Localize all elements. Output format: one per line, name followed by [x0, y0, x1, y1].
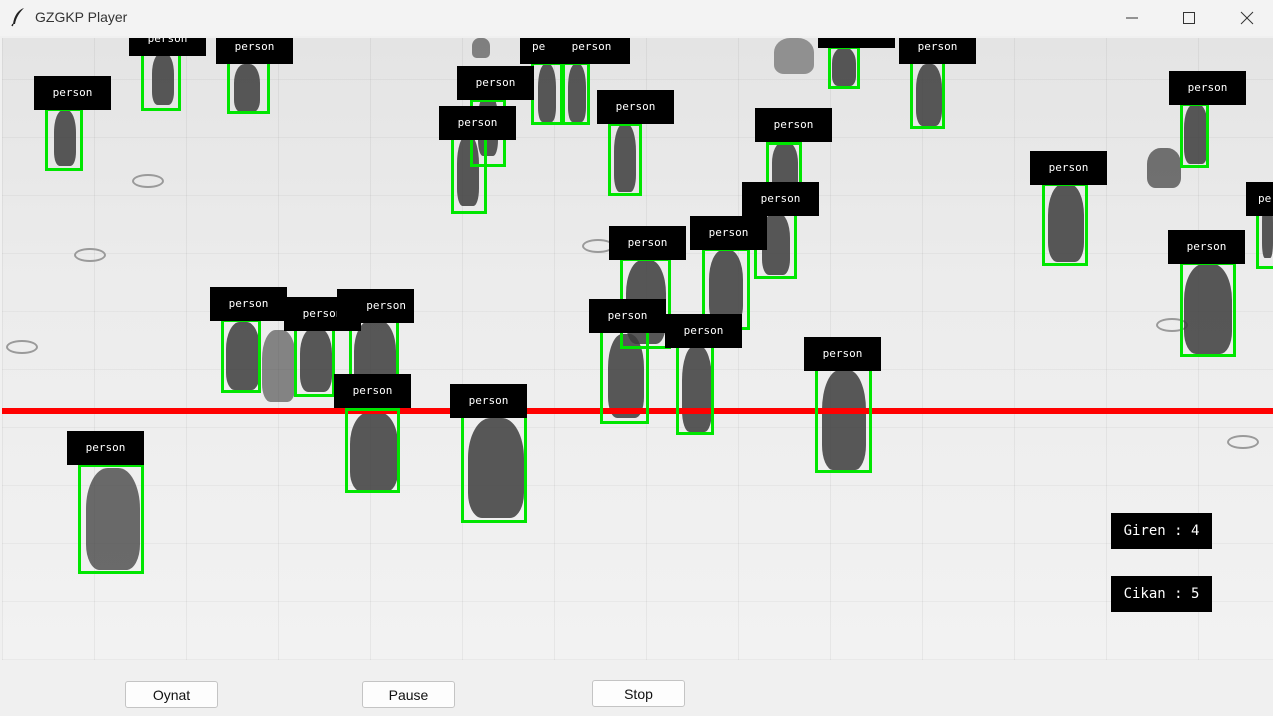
detection-label: person [755, 108, 832, 142]
detection-label: person [609, 226, 686, 260]
detection-label: pe [1246, 182, 1273, 216]
minimize-icon [1126, 17, 1138, 19]
person-bounding-box [608, 123, 642, 196]
person-bounding-box [78, 464, 144, 574]
detection-label: person [67, 431, 144, 465]
detection-label: person [450, 384, 527, 418]
person-silhouette [538, 64, 556, 122]
title-bar: GZGKP Player [0, 0, 1273, 36]
person-silhouette [457, 136, 479, 206]
detection-label: person [1168, 230, 1245, 264]
person-bounding-box [600, 330, 649, 424]
person-silhouette [822, 370, 866, 470]
detection-label: person [589, 299, 666, 333]
person-silhouette [54, 110, 76, 166]
floor-marking [6, 340, 38, 354]
floor-marking [132, 174, 164, 188]
feather-icon [11, 8, 24, 27]
play-button[interactable]: Oynat [125, 681, 218, 708]
detection-label: person [457, 66, 534, 100]
person-silhouette [472, 38, 490, 58]
entering-counter: Giren : 4 [1111, 513, 1212, 549]
person-silhouette [774, 38, 814, 74]
person-bounding-box [531, 62, 563, 125]
person-bounding-box [221, 319, 261, 393]
person-bounding-box [910, 61, 945, 129]
detection-label [818, 38, 895, 48]
video-frame[interactable]: person person person person person pe pe… [2, 38, 1273, 660]
maximize-icon [1183, 12, 1195, 24]
person-silhouette [916, 64, 942, 126]
floor-marking [1227, 435, 1259, 449]
person-bounding-box [828, 46, 860, 89]
detection-label: person [553, 38, 630, 64]
detection-label: person [1030, 151, 1107, 185]
person-silhouette [226, 322, 260, 390]
detection-label: person [899, 38, 976, 64]
maximize-button[interactable] [1160, 0, 1218, 34]
detection-label: person [129, 38, 206, 56]
person-bounding-box [141, 48, 181, 111]
person-silhouette [1262, 198, 1273, 258]
person-bounding-box [676, 344, 714, 435]
person-bounding-box [461, 415, 527, 523]
person-silhouette [568, 64, 586, 122]
person-silhouette [1184, 104, 1208, 164]
detection-label: person [439, 106, 516, 140]
window-title: GZGKP Player [35, 9, 128, 25]
detection-label: person [742, 182, 819, 216]
exiting-counter: Cikan : 5 [1111, 576, 1212, 612]
person-bounding-box [227, 60, 270, 114]
pause-button[interactable]: Pause [362, 681, 455, 708]
person-silhouette [300, 328, 332, 392]
detection-label: person [34, 76, 111, 110]
counting-line [2, 408, 1273, 414]
detection-label: person [210, 287, 287, 321]
person-bounding-box [45, 108, 83, 171]
person-silhouette [1147, 148, 1181, 188]
detection-label: person [597, 90, 674, 124]
person-silhouette [1184, 264, 1232, 354]
detection-label: person [1169, 71, 1246, 105]
person-silhouette [832, 48, 856, 86]
detection-label: person [804, 337, 881, 371]
close-button[interactable] [1218, 0, 1273, 34]
person-silhouette [709, 250, 743, 324]
person-bounding-box [1042, 183, 1088, 266]
detection-label: person [334, 374, 411, 408]
person-silhouette [86, 468, 140, 570]
detection-label: person [665, 314, 742, 348]
minimize-button[interactable] [1103, 0, 1161, 34]
detection-label: person [337, 289, 414, 323]
person-bounding-box [1180, 262, 1236, 357]
person-silhouette [1048, 184, 1084, 262]
person-silhouette [262, 330, 296, 402]
detection-label: person [690, 216, 767, 250]
detection-label: person [216, 38, 293, 64]
person-silhouette [350, 412, 398, 492]
stop-button[interactable]: Stop [592, 680, 685, 707]
person-silhouette [468, 418, 524, 518]
person-bounding-box [294, 327, 335, 397]
floor-marking [74, 248, 106, 262]
person-bounding-box [562, 62, 590, 125]
person-silhouette [682, 346, 712, 432]
person-silhouette [234, 64, 260, 112]
person-bounding-box [815, 368, 872, 473]
person-silhouette [152, 53, 174, 105]
person-bounding-box [345, 408, 400, 493]
person-bounding-box [1180, 103, 1209, 168]
person-silhouette [614, 124, 636, 192]
close-icon [1240, 11, 1254, 25]
